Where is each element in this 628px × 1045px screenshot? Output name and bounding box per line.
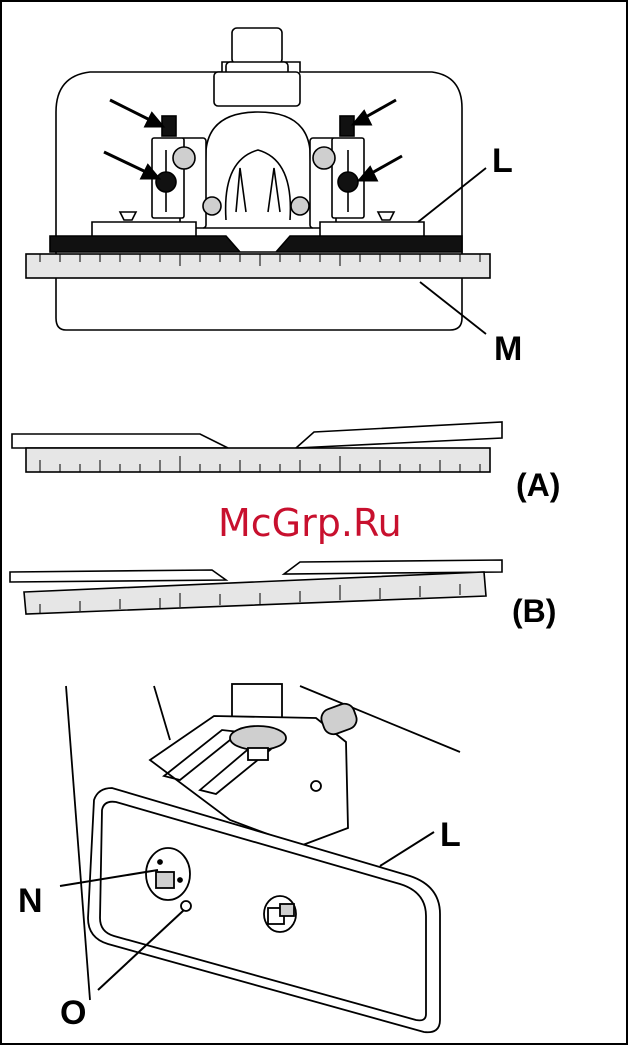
label-fig-b: (B) [512, 593, 556, 629]
top-machine-figure [26, 28, 490, 330]
callout-M: M [494, 330, 522, 368]
callout-N: N [18, 882, 43, 920]
figure-b-diagram [10, 560, 502, 614]
figure-a-diagram [12, 422, 502, 472]
bottom-fence-figure [66, 684, 460, 1032]
callout-O: O [60, 994, 86, 1032]
watermark-text: McGrp.Ru [218, 501, 402, 545]
callout-L-top: L [492, 142, 513, 180]
label-fig-a: (A) [516, 467, 560, 503]
callout-L-bottom: L [440, 816, 461, 854]
